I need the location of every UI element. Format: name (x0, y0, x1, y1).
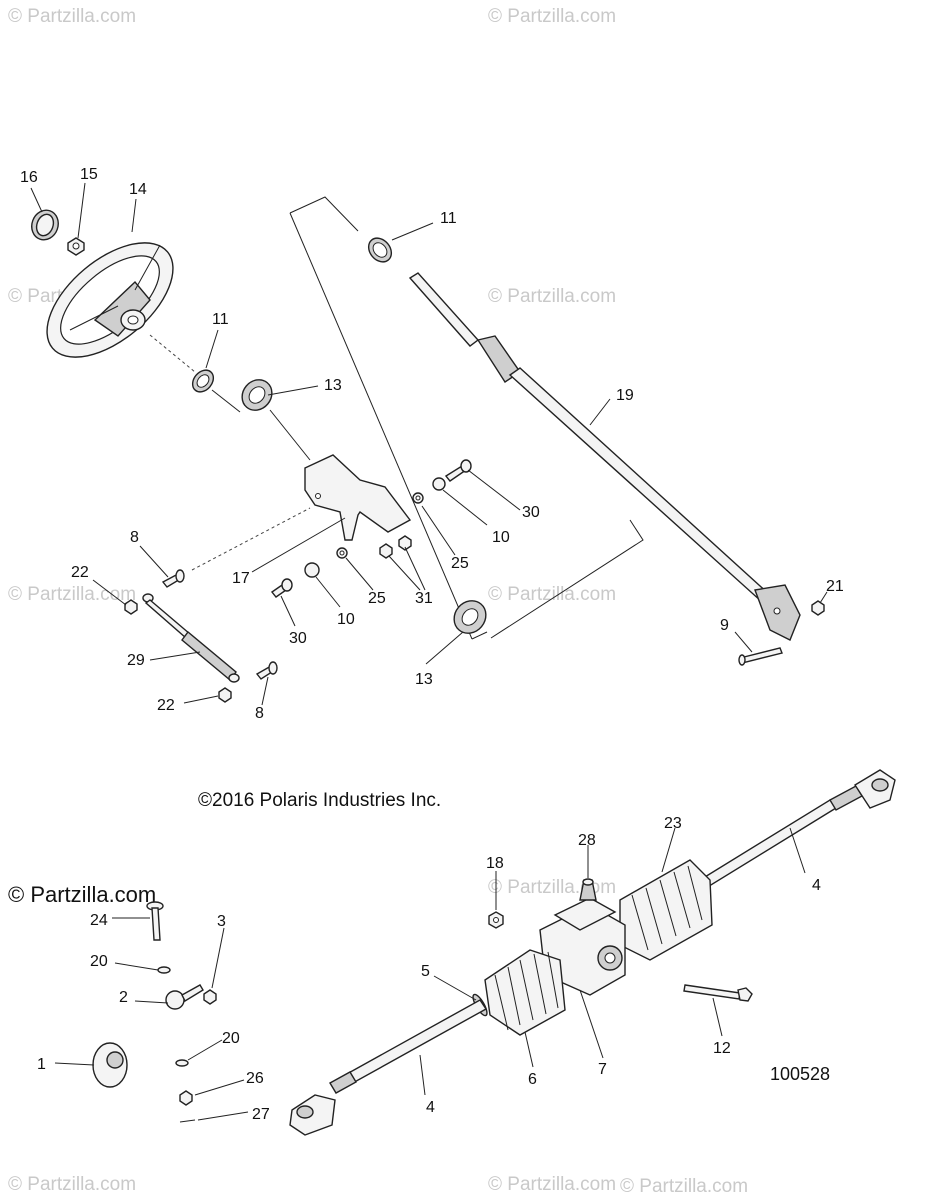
copyright-notice: ©2016 Polaris Industries Inc. (198, 790, 441, 811)
column-bracket (304, 454, 412, 541)
watermark: © Partzilla.com (488, 6, 616, 27)
washer-10-upper (432, 477, 446, 491)
washer-20-lower (175, 1059, 189, 1067)
watermark: © Partzilla.com (488, 877, 616, 898)
nut-22-upper (124, 599, 138, 615)
washer-20-upper (157, 966, 171, 974)
nut-22-lower (218, 687, 232, 703)
watermark: © Partzilla.com (8, 1174, 136, 1195)
callout-3: 3 (217, 913, 226, 930)
callout-31: 31 (415, 590, 433, 607)
callout-26: 26 (246, 1070, 264, 1087)
callout-28: 28 (578, 832, 596, 849)
callout-13: 13 (324, 377, 342, 394)
callout-7: 7 (598, 1061, 607, 1078)
watermark: © Partzilla.com (488, 584, 616, 605)
callout-14: 14 (129, 181, 147, 198)
callout-20: 20 (90, 953, 108, 970)
callout-21: 21 (826, 578, 844, 595)
callout-9: 9 (720, 617, 729, 634)
washer-25-lower (336, 547, 348, 559)
bolt-8-lower (255, 661, 278, 680)
callout-29: 29 (127, 652, 145, 669)
callout-25: 25 (368, 590, 386, 607)
watermark: © Partzilla.com (8, 6, 136, 27)
bolt-12 (683, 984, 753, 1002)
nut-18 (488, 911, 504, 929)
watermark-strong: © Partzilla.com (8, 882, 156, 907)
wheel-nut (67, 237, 85, 256)
callout-18: 18 (486, 855, 504, 872)
upper-assembly-frame (289, 196, 644, 640)
callout-6: 6 (528, 1071, 537, 1088)
watermark: © Partzilla.com (488, 286, 616, 307)
bolt-24 (146, 901, 164, 941)
watermark: © Partzilla.com (620, 1176, 748, 1197)
boot-right (619, 859, 713, 961)
callout-22: 22 (71, 564, 89, 581)
bolt-9 (738, 647, 783, 666)
callout-2: 2 (119, 989, 128, 1006)
steering-shaft (408, 272, 801, 641)
watermark: © Partzilla.com (488, 1174, 616, 1195)
bolt-8-upper (161, 569, 185, 588)
callout-4: 4 (812, 877, 821, 894)
watermark: © Partzilla.com (8, 584, 136, 605)
callout-labels: 16 15 14 11 11 13 19 30 10 25 8 17 25 31… (20, 166, 844, 1123)
cotter-pin-27 (179, 1119, 196, 1123)
nut-26 (179, 1090, 193, 1106)
steering-wheel (46, 242, 174, 358)
callout-16: 16 (20, 169, 38, 186)
callout-5: 5 (421, 963, 430, 980)
nut-21 (811, 600, 825, 616)
callout-12: 12 (713, 1040, 731, 1057)
callout-10: 10 (337, 611, 355, 628)
callout-22: 22 (157, 697, 175, 714)
seal-left (191, 369, 215, 393)
bearing-upper (241, 379, 273, 411)
callout-17: 17 (232, 570, 250, 587)
bearing-lower (453, 600, 487, 634)
callout-30: 30 (289, 630, 307, 647)
callout-27: 27 (252, 1106, 270, 1123)
seal-upper (367, 237, 393, 263)
callout-4: 4 (426, 1099, 435, 1116)
pinion-shaft (579, 878, 597, 901)
callout-15: 15 (80, 166, 98, 183)
callout-11: 11 (440, 210, 457, 227)
ball-joint-2 (165, 984, 204, 1010)
leader-lines (30, 182, 828, 1121)
callout-11: 11 (212, 311, 229, 328)
callout-1: 1 (37, 1056, 46, 1073)
callout-10: 10 (492, 529, 510, 546)
callout-8: 8 (255, 705, 264, 722)
nut-31-b (398, 535, 412, 551)
figure-id: 100528 (770, 1064, 830, 1084)
callout-24: 24 (90, 912, 108, 929)
washer-10-lower (304, 562, 320, 578)
callout-23: 23 (664, 815, 682, 832)
tie-rod-right (698, 769, 896, 889)
nut-3 (203, 989, 217, 1005)
callout-19: 19 (616, 387, 634, 404)
boot-left (484, 949, 566, 1036)
wheel-cap (31, 209, 59, 241)
tie-rod-left (289, 999, 488, 1136)
bolt-30-upper (444, 459, 472, 482)
gas-strut (142, 593, 240, 683)
callout-30: 30 (522, 504, 540, 521)
bolt-30-lower (270, 578, 293, 598)
bushing-1 (92, 1042, 128, 1088)
watermark-layer: © Partzilla.com © Partzilla.com © Partzi… (8, 6, 748, 1197)
callout-20: 20 (222, 1030, 240, 1047)
nut-31-a (379, 543, 393, 559)
callout-8: 8 (130, 529, 139, 546)
washer-25-upper (412, 492, 424, 504)
callout-13: 13 (415, 671, 433, 688)
callout-25: 25 (451, 555, 469, 572)
